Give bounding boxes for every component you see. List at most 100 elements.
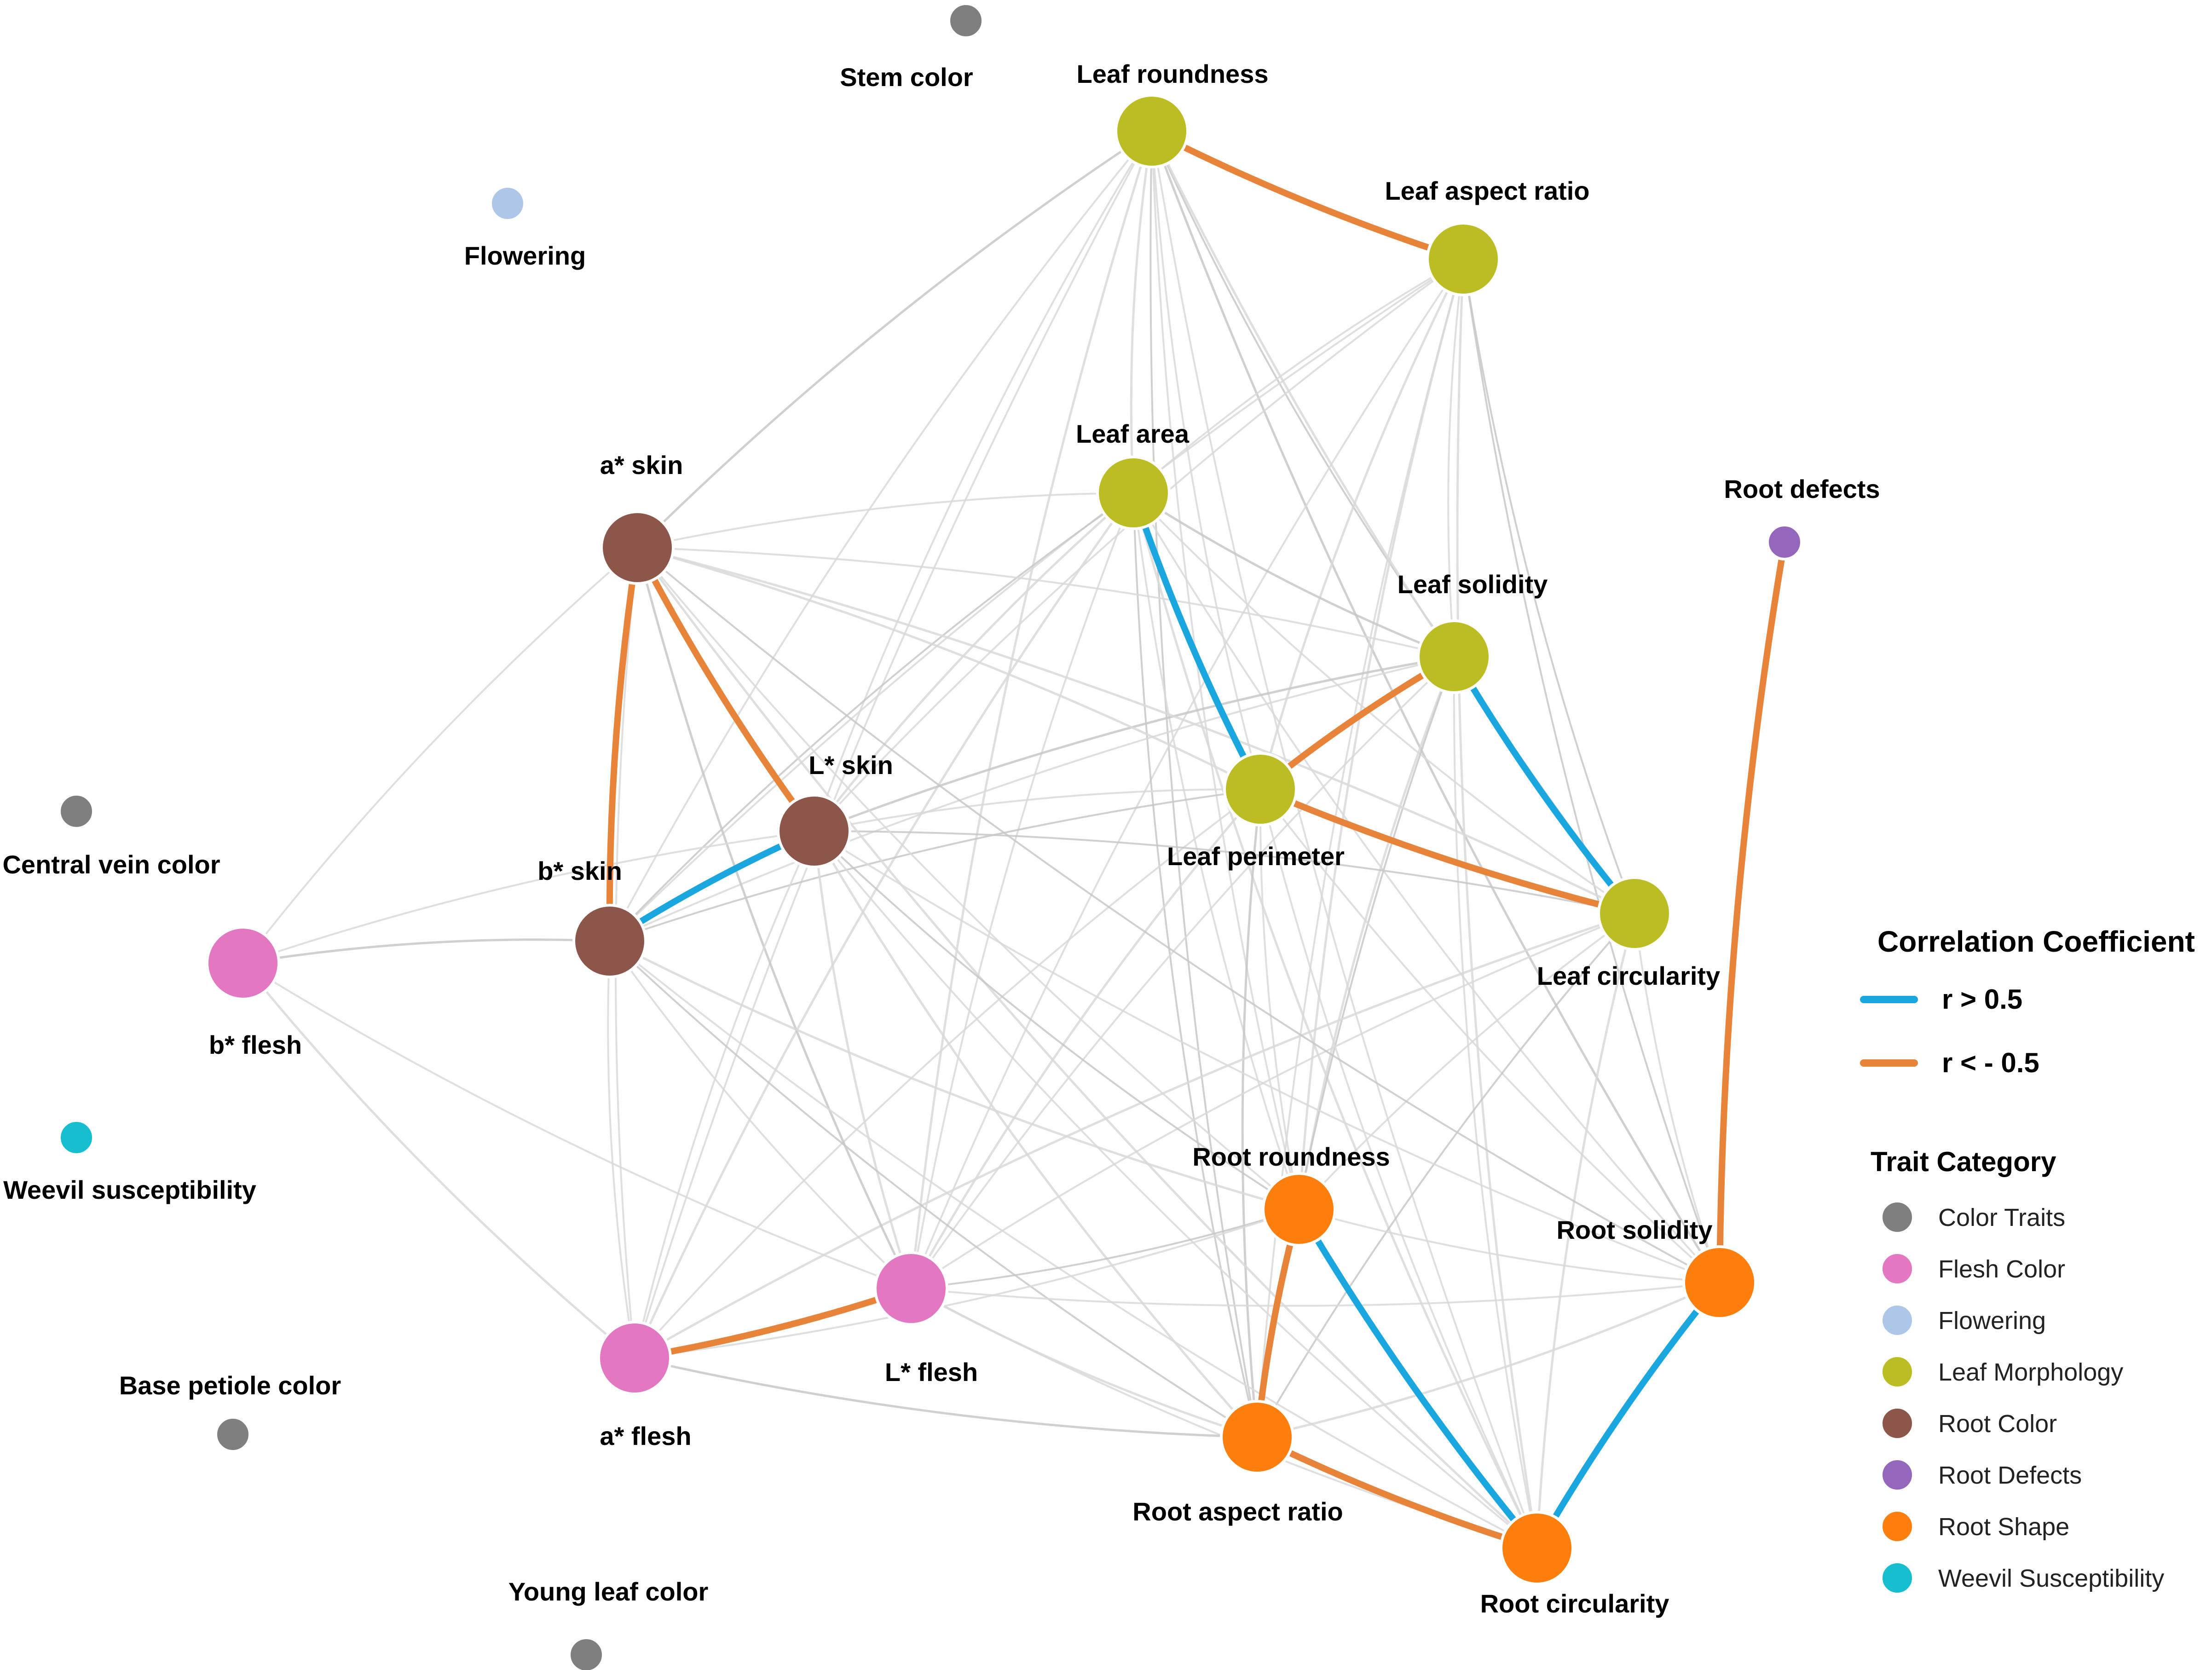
node-b-flesh[interactable] bbox=[206, 926, 280, 1000]
node-label-base-petiole-color: Base petiole color bbox=[119, 1371, 341, 1400]
weak-correlation-edge bbox=[609, 788, 1261, 942]
node-weevil-susceptibility[interactable] bbox=[58, 1119, 95, 1156]
weak-correlation-edge bbox=[1299, 1208, 1720, 1283]
legend-label-flesh-color: Flesh Color bbox=[1938, 1255, 2065, 1283]
weak-correlation-edge bbox=[1462, 259, 1635, 914]
weak-correlation-edge bbox=[1256, 259, 1464, 1438]
node-label-flowering: Flowering bbox=[464, 241, 586, 270]
node-root-defects[interactable] bbox=[1766, 524, 1803, 561]
node-leaf-aspect-ratio[interactable] bbox=[1426, 222, 1501, 296]
weak-correlation-edge bbox=[634, 831, 815, 1358]
weak-correlation-edge bbox=[636, 547, 1538, 1549]
node-l-skin[interactable] bbox=[777, 794, 851, 868]
node-label-young-leaf-color: Young leaf color bbox=[508, 1577, 709, 1606]
weak-correlation-edge bbox=[609, 940, 1299, 1211]
weak-correlation-edge bbox=[634, 131, 1153, 1358]
weak-correlation-edge bbox=[1132, 258, 1464, 494]
weak-correlation-edge bbox=[1256, 913, 1635, 1438]
node-leaf-roundness[interactable] bbox=[1115, 94, 1189, 168]
weak-correlation-edge bbox=[634, 788, 1261, 1359]
weak-correlation-edge bbox=[1259, 789, 1300, 1210]
node-flowering[interactable] bbox=[489, 185, 526, 222]
node-label-root-circularity: Root circularity bbox=[1480, 1589, 1669, 1618]
node-layer bbox=[58, 2, 1803, 1670]
weak-correlation-edge bbox=[1634, 913, 1721, 1283]
weak-correlation-edge bbox=[607, 941, 635, 1358]
weak-correlation-edge bbox=[1259, 789, 1538, 1549]
legend-swatch-root-defects bbox=[1881, 1458, 1914, 1491]
weak-correlation-edge bbox=[910, 656, 1455, 1289]
node-label-leaf-circularity: Leaf circularity bbox=[1537, 961, 1720, 990]
node-base-petiole-color[interactable] bbox=[214, 1416, 251, 1453]
weak-correlation-edge bbox=[813, 830, 1300, 1210]
legend-label-color-traits: Color Traits bbox=[1938, 1204, 2065, 1231]
node-a-flesh[interactable] bbox=[597, 1321, 672, 1395]
node-young-leaf-color[interactable] bbox=[568, 1636, 605, 1670]
legend-swatch-color-traits bbox=[1881, 1201, 1914, 1234]
negative-correlation-edge bbox=[1254, 1434, 1540, 1551]
legend-swatch-flesh-color bbox=[1881, 1252, 1914, 1285]
node-label-l-skin: L* skin bbox=[809, 751, 893, 780]
node-leaf-solidity[interactable] bbox=[1417, 619, 1491, 694]
node-a-skin[interactable] bbox=[600, 510, 675, 585]
node-leaf-area[interactable] bbox=[1096, 456, 1171, 530]
weak-correlation-edge bbox=[1241, 789, 1262, 1438]
weak-correlation-edge bbox=[1259, 258, 1465, 790]
node-root-solidity[interactable] bbox=[1682, 1245, 1757, 1320]
weak-correlation-edge bbox=[242, 547, 638, 964]
node-b-skin[interactable] bbox=[572, 904, 647, 978]
node-l-flesh[interactable] bbox=[874, 1251, 948, 1326]
legend-correlation-title: Correlation Coefficient bbox=[1877, 925, 2195, 958]
node-root-aspect-ratio[interactable] bbox=[1220, 1400, 1294, 1474]
node-leaf-circularity[interactable] bbox=[1597, 876, 1672, 951]
node-central-vein-color[interactable] bbox=[58, 793, 95, 830]
weak-correlation-edge bbox=[1130, 131, 1153, 493]
node-leaf-perimeter[interactable] bbox=[1223, 752, 1298, 826]
weak-correlation-edge bbox=[1447, 259, 1464, 657]
weak-correlation-edge bbox=[1151, 131, 1300, 1210]
legend: Correlation Coefficient r > 0.5 r < - 0.… bbox=[1860, 925, 2195, 1595]
weak-correlation-edge bbox=[636, 547, 1720, 1283]
weak-correlation-edge bbox=[910, 258, 1464, 1289]
node-label-root-aspect-ratio: Root aspect ratio bbox=[1132, 1497, 1343, 1526]
legend-negative-label: r < - 0.5 bbox=[1942, 1047, 2039, 1078]
weak-correlation-edge bbox=[1132, 492, 1721, 1283]
node-root-roundness[interactable] bbox=[1262, 1172, 1336, 1247]
weak-correlation-edge bbox=[242, 962, 912, 1289]
legend-swatch-leaf-morphology bbox=[1881, 1355, 1914, 1388]
node-label-a-flesh: a* flesh bbox=[600, 1422, 691, 1450]
weak-correlation-edge bbox=[814, 830, 1635, 914]
weak-correlation-edge bbox=[1453, 656, 1538, 1549]
legend-category-title: Trait Category bbox=[1871, 1146, 2056, 1177]
weak-correlation-edge bbox=[609, 258, 1464, 942]
weak-correlation-edge bbox=[242, 962, 635, 1359]
weak-correlation-edge bbox=[1150, 131, 1721, 1283]
legend-label-root-color: Root Color bbox=[1938, 1410, 2057, 1438]
node-label-l-flesh: L* flesh bbox=[885, 1358, 978, 1387]
legend-label-root-shape: Root Shape bbox=[1938, 1513, 2069, 1541]
weak-correlation-edge bbox=[636, 547, 913, 1289]
weak-correlation-edge bbox=[1456, 259, 1538, 1549]
node-root-circularity[interactable] bbox=[1500, 1511, 1574, 1585]
weak-correlation-edge bbox=[1257, 1281, 1721, 1439]
weak-correlation-edge bbox=[243, 830, 814, 964]
weak-correlation-edge bbox=[813, 831, 913, 1289]
weak-correlation-edge bbox=[634, 1357, 1258, 1439]
weak-correlation-edge bbox=[636, 547, 1300, 1210]
weak-correlation-edge bbox=[609, 940, 1537, 1549]
negative-correlation-edge bbox=[1257, 786, 1638, 917]
node-label-leaf-aspect-ratio: Leaf aspect ratio bbox=[1385, 176, 1589, 205]
weak-correlation-edge bbox=[1149, 131, 1258, 1438]
weak-correlation-edge bbox=[609, 130, 1153, 942]
legend-positive-label: r > 0.5 bbox=[1942, 984, 2022, 1015]
weak-correlation-edge bbox=[1536, 913, 1636, 1549]
weak-correlation-edge bbox=[609, 940, 912, 1289]
weak-correlation-edge bbox=[813, 130, 1153, 832]
negative-correlation-edge bbox=[606, 544, 641, 944]
node-stem-color[interactable] bbox=[947, 2, 984, 39]
node-label-root-defects: Root defects bbox=[1724, 474, 1880, 503]
weak-correlation-edge bbox=[1132, 492, 1258, 1438]
